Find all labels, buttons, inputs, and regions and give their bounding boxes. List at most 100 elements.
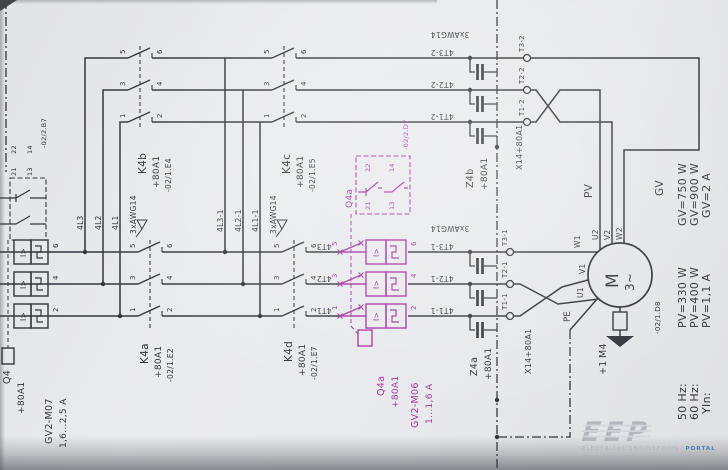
k4b-n1: 1 <box>119 113 127 118</box>
junction-dot <box>494 144 500 150</box>
q4a-trip-label: I> <box>372 280 381 289</box>
rating-yin-row: YIn: <box>700 392 713 415</box>
filter-stub-wires <box>469 58 497 331</box>
q4a-linkage <box>350 214 359 335</box>
terminal-t2-2 <box>522 85 532 95</box>
k4d-location: +80A1 <box>298 344 308 376</box>
capacitor-plates <box>476 64 484 338</box>
x14-label-bottom: X14+80A1 <box>524 328 533 374</box>
k4d-contact-slashes <box>281 241 305 317</box>
wire-label-4t3-2: 4T3-2 <box>430 48 453 57</box>
junction-dot <box>117 313 123 319</box>
z4b-location: +80A1 <box>480 158 490 190</box>
breaker-q4 <box>0 177 49 365</box>
k4c-contact-slashes <box>271 47 295 123</box>
cable-markers <box>135 219 288 238</box>
k4c-location: +80A1 <box>296 156 306 188</box>
k4a-n4: 4 <box>166 275 174 280</box>
k4d-n5: 5 <box>273 243 281 248</box>
q4a-n5: 5 <box>331 241 339 246</box>
k4a-n3: 3 <box>129 275 137 280</box>
q4-thermal-cell <box>30 271 49 297</box>
q4a-aux-contacts <box>358 181 408 196</box>
junction-dots <box>82 55 500 440</box>
k4b-location: +80A1 <box>152 156 162 188</box>
wire-label-4l3-1: 4L3-1 <box>216 209 225 232</box>
k4c-n3: 3 <box>263 81 271 86</box>
terminal-u2: U2 <box>591 229 600 240</box>
k4a-n6: 6 <box>166 243 174 248</box>
q4a-thermal-cell <box>385 271 407 297</box>
k4c-n5: 5 <box>263 49 271 54</box>
k4c-n1: 1 <box>263 113 271 118</box>
junction-dot <box>467 87 473 93</box>
cable-marker-triangle <box>275 219 288 238</box>
motor-phases: 3~ <box>623 273 637 291</box>
q4a-aux-ref: -02/2.D7 <box>402 119 410 150</box>
wire-label-4l1: 4L1 <box>111 215 120 230</box>
terminal-t2-1 <box>505 279 515 289</box>
q4-aux-22: 22 <box>10 145 18 154</box>
k4b-n5: 5 <box>119 49 127 54</box>
q4a-thermal-glyph <box>390 245 399 323</box>
k4b-contact-slashes <box>127 47 151 123</box>
terminal-w2: W2 <box>615 227 624 240</box>
contactor-contacts <box>127 47 307 317</box>
breaker-q4a <box>337 155 411 347</box>
q4a-setting-range: 1...1,6 A <box>425 383 435 424</box>
junction-dot <box>467 55 473 61</box>
wire-pe <box>569 297 599 331</box>
power-wires <box>0 57 700 336</box>
z4a-location: +80A1 <box>484 348 494 380</box>
k4b-name: K4b <box>137 153 149 174</box>
terminal-label-t1-2: T1-2 <box>518 99 526 117</box>
eep-logo-tagline-text: ELECTRICAL ENGINEERING <box>582 446 680 452</box>
k4c-n4: 4 <box>300 81 308 86</box>
paper-edge-shadow-top <box>0 0 437 4</box>
terminal-w1: W1 <box>573 235 582 248</box>
cable-marker-triangle <box>135 219 148 238</box>
junction-dot <box>222 249 228 255</box>
q4-thermal-cell <box>30 303 49 329</box>
wire-label-4l1-1: 4L1-1 <box>251 209 260 232</box>
contact-ticks <box>151 53 307 316</box>
eep-logo-text: EEP <box>580 417 653 448</box>
terminal-t1-2 <box>522 117 532 127</box>
motor-ground-box <box>612 311 628 331</box>
eep-logo: EEP ELECTRICAL ENGINEERING PORTAL <box>580 417 722 453</box>
q4-aux-ref: -02/2.B7 <box>40 118 48 148</box>
q4a-n1: 1 <box>331 305 339 310</box>
junction-dot <box>494 397 500 403</box>
terminal-label-t3-2: T3-2 <box>518 35 526 53</box>
wire-label-4t1-2: 4T1-2 <box>430 112 453 121</box>
k4c-n2: 2 <box>300 113 308 118</box>
wire-pv-to-motor <box>513 251 600 317</box>
x14-label-top: X14+80A1 <box>515 124 524 170</box>
motor-location: +1 <box>598 360 609 375</box>
q4-trip-label: I> <box>19 248 28 257</box>
eep-logo-portal-text: PORTAL <box>685 446 716 452</box>
motor-ground-symbol <box>606 336 634 347</box>
q4a-aux-13: 13 <box>388 201 396 210</box>
k4d-n2: 2 <box>310 307 318 312</box>
wire-feed-k4c <box>224 58 261 316</box>
pe-label: PE <box>563 311 573 322</box>
q4a-model: GV2-M06 <box>410 382 421 428</box>
terminal-v2: V2 <box>603 229 612 240</box>
rating-60hz-pv: PV=400 W <box>688 267 701 328</box>
winding-gv-label: GV <box>654 180 666 196</box>
k4d-n1: 1 <box>273 307 281 312</box>
k4b-ref: -02/1.E4 <box>164 158 173 192</box>
terminal-t3-1 <box>505 247 515 257</box>
motor-designation: M4 <box>598 343 609 358</box>
z4a-name: Z4a <box>469 357 480 376</box>
rating-yin-gv: GV=2 A <box>700 173 713 218</box>
cable-label: 3xAWG14 <box>269 195 278 234</box>
terminal-label-t1-1: T1-1 <box>501 293 509 311</box>
q4-location: +80A1 <box>17 382 27 414</box>
k4d-ref: -02/1.E7 <box>310 346 319 380</box>
wire-label-4t3-1: 4T3-1 <box>430 242 453 251</box>
q4a-handle <box>357 329 373 347</box>
